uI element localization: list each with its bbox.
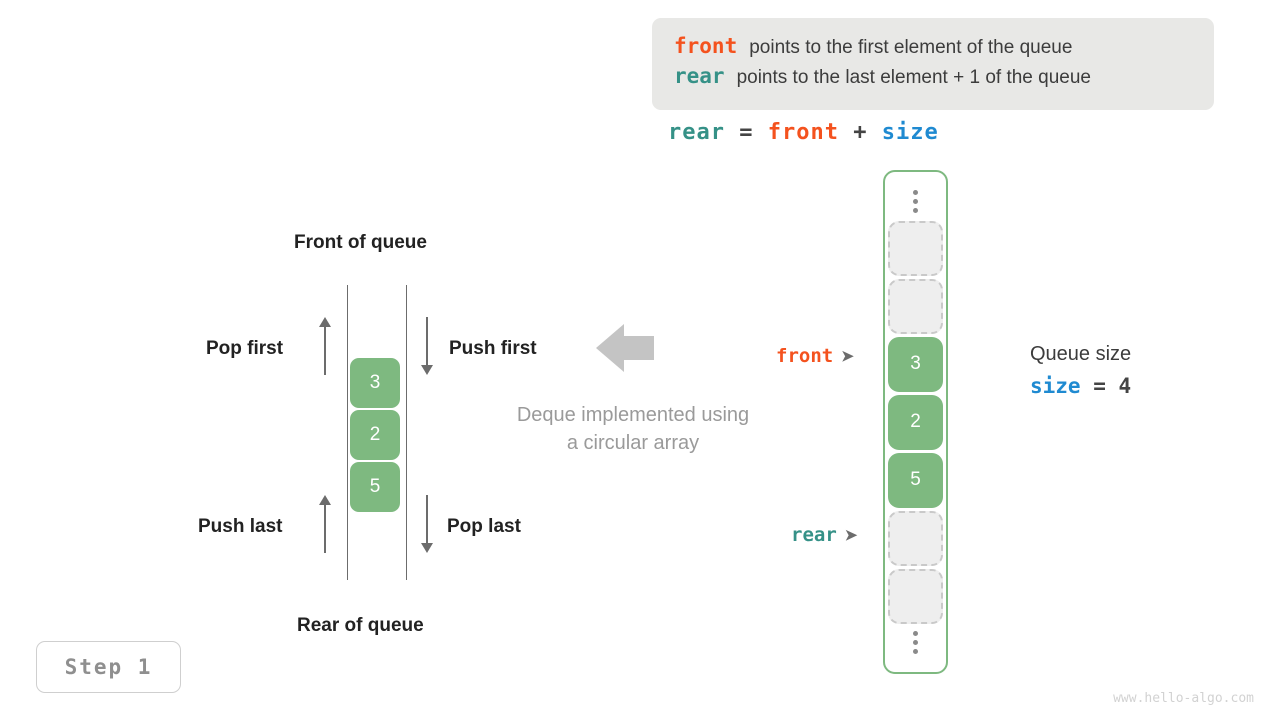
array-cell-empty [888,568,943,624]
array-cell-filled: 2 [888,394,943,450]
caption-line-2: a circular array [566,432,700,454]
diagram-caption: Deque implemented using a circular array [453,401,813,457]
formula-rear: rear [668,120,725,145]
deque-rail-right [406,285,407,580]
deque-rail-left [347,285,348,580]
pointer-front: front ➤ [776,345,854,367]
arrow-down-pop-last-icon [420,495,434,553]
array-cell-filled: 3 [888,336,943,392]
big-left-arrow-icon [596,324,654,372]
queue-size-expression: size = 4 [1030,374,1131,398]
arrow-down-push-first-icon [420,317,434,375]
push-last-label: Push last [198,516,283,537]
deque-cell: 3 [350,358,400,408]
circular-array-container: 3 2 5 [883,170,948,674]
formula-rear-equals-front-plus-size: rear = front + size [668,120,939,145]
front-of-queue-label: Front of queue [294,232,427,253]
array-cell-empty [888,278,943,334]
legend-line-front: front points to the first element of the… [674,34,1192,64]
pointer-arrow-right-icon: ➤ [841,348,854,365]
array-cell-empty [888,510,943,566]
push-first-label: Push first [449,338,537,359]
array-cell-filled: 5 [888,452,943,508]
queue-size-label: Queue size [1030,343,1132,365]
legend-line-rear: rear points to the last element + 1 of t… [674,64,1192,94]
legend-box: front points to the first element of the… [652,18,1214,110]
pop-last-label: Pop last [447,516,521,537]
queue-size-equals: = [1080,374,1119,398]
formula-size: size [881,120,939,145]
watermark: www.hello-algo.com [1113,691,1254,706]
legend-keyword-front: front [674,34,738,58]
formula-equals: = [724,120,768,145]
queue-size-value: 4 [1118,374,1132,398]
queue-size-block: Queue size size = 4 [1030,343,1131,398]
pointer-front-label: front [776,345,834,367]
legend-text-rear: points to the last element + 1 of the qu… [736,67,1091,88]
legend-text-front: points to the first element of the queue [749,37,1073,58]
arrow-up-push-last-icon [318,495,332,553]
step-badge: Step 1 [36,641,181,693]
pointer-rear-label: rear [791,524,837,546]
rear-of-queue-label: Rear of queue [297,615,424,636]
pop-first-label: Pop first [206,338,284,359]
formula-plus: + [838,120,882,145]
array-cell-empty [888,220,943,276]
vertical-dots-icon-top [913,182,918,221]
array-cells: 3 2 5 [888,220,943,624]
deque-cell: 2 [350,410,400,460]
queue-size-var: size [1030,374,1081,398]
pointer-rear: rear ➤ [791,524,857,546]
legend-keyword-rear: rear [674,64,725,88]
pointer-arrow-right-icon: ➤ [844,527,858,544]
deque-stack: 3 2 5 [350,358,400,512]
caption-line-1: Deque implemented using [516,404,750,426]
formula-front: front [767,120,839,145]
deque-cell: 5 [350,462,400,512]
arrow-up-pop-first-icon [318,317,332,375]
vertical-dots-icon-bottom [913,624,918,663]
